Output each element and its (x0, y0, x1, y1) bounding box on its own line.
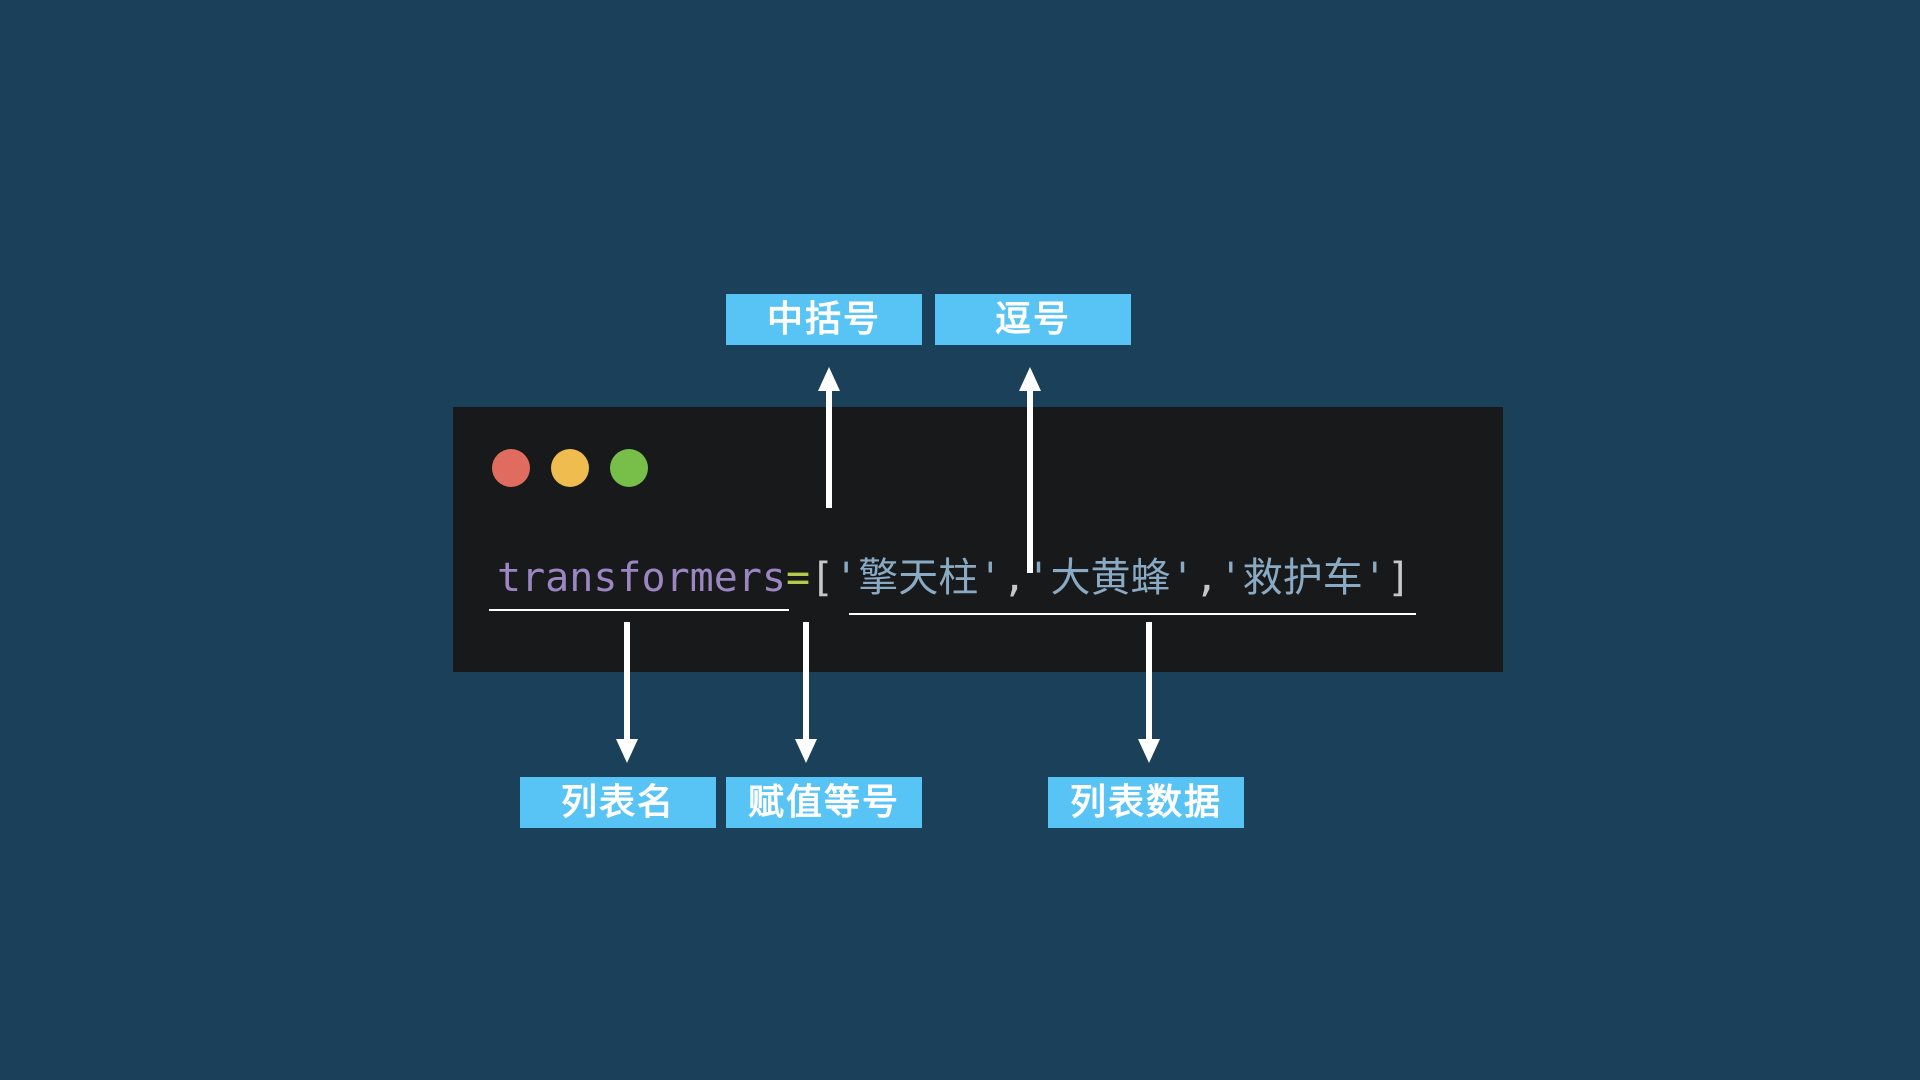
label-assignment: 赋值等号 (726, 777, 922, 828)
code-editor-window: transformers=['擎天柱','大黄蜂','救护车'] (453, 407, 1503, 672)
label-list-data: 列表数据 (1048, 777, 1244, 828)
code-list-item: '擎天柱' (834, 555, 1003, 601)
code-variable-name: transformers (497, 555, 786, 601)
code-list-item: '大黄蜂' (1026, 555, 1195, 601)
label-list-name: 列表名 (520, 777, 716, 828)
code-comma: , (1194, 555, 1219, 601)
label-brackets: 中括号 (726, 294, 922, 345)
code-equals-sign: = (785, 555, 811, 601)
code-line: transformers=['擎天柱','大黄蜂','救护车'] (497, 554, 1411, 602)
window-close-dot (492, 449, 530, 487)
code-list-item: '救护车' (1218, 555, 1387, 601)
code-comma: , (1002, 555, 1027, 601)
window-maximize-dot (610, 449, 648, 487)
code-close-bracket: ] (1386, 555, 1411, 601)
label-comma: 逗号 (935, 294, 1131, 345)
code-open-bracket: [ (810, 555, 835, 601)
window-minimize-dot (551, 449, 589, 487)
